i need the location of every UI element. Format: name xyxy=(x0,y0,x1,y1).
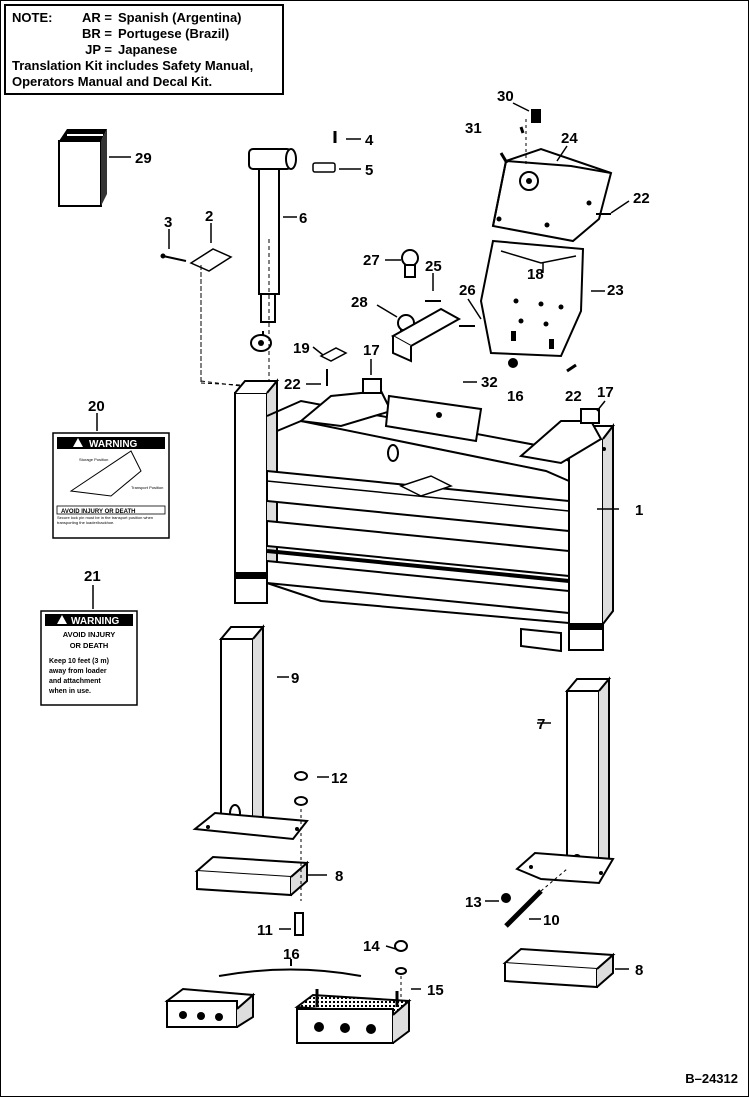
decal-20-storage-label: Storage Position xyxy=(79,457,108,462)
callout-16-small: 16 xyxy=(507,388,524,405)
callout-12: 12 xyxy=(331,770,348,787)
decal-21-body4: when in use. xyxy=(48,688,91,695)
callout-29: 29 xyxy=(135,150,152,167)
decal-21-text: WARNING AVOID INJURY OR DEATH Keep 10 fe… xyxy=(48,616,120,695)
callout-labels: 1 2 3 4 5 6 7 8 8 9 10 11 12 13 14 15 16… xyxy=(84,88,650,999)
callout-21: 21 xyxy=(84,568,101,585)
decal-21-title: WARNING xyxy=(71,616,120,627)
warning-decal-20 xyxy=(52,432,170,539)
note-code-jp: JP = xyxy=(85,42,112,57)
decal-21-body3: and attachment xyxy=(49,678,101,685)
callout-28: 28 xyxy=(351,294,368,311)
decal-20-transport-label: Transport Position xyxy=(131,485,163,490)
translation-note-box: NOTE: AR = Spanish (Argentina) BR = Portuge… xyxy=(4,4,284,95)
callout-10: 10 xyxy=(543,912,560,929)
decal-21-body2: away from loader xyxy=(49,668,107,675)
note-text-jp: Japanese xyxy=(118,42,178,57)
callout-6: 6 xyxy=(299,210,307,227)
decal-20-heading: AVOID INJURY OR DEATH xyxy=(61,509,135,515)
cylinder-pin-parts xyxy=(312,131,337,173)
weight-blocks xyxy=(164,959,412,1044)
note-kit-line1: Translation Kit includes Safety Manual, xyxy=(12,58,254,73)
callout-2: 2 xyxy=(205,208,213,225)
decal-21-body1: Keep 10 feet (3 m) xyxy=(49,658,109,665)
main-frame xyxy=(200,266,616,653)
weight-hardware xyxy=(394,940,408,1001)
decal-20-title: WARNING xyxy=(89,439,138,450)
callout-7: 7 xyxy=(537,716,545,733)
callout-11: 11 xyxy=(257,922,273,939)
callout-8-right: 8 xyxy=(635,962,643,979)
callout-20: 20 xyxy=(88,398,105,415)
callout-3: 3 xyxy=(164,214,172,231)
note-kit-line2: Operators Manual and Decal Kit. xyxy=(12,74,213,89)
left-foot-hardware xyxy=(294,771,308,936)
decal-21-heading1: AVOID INJURY xyxy=(63,630,116,639)
document-id: B–24312 xyxy=(685,1071,738,1086)
callout-17-right: 17 xyxy=(597,384,614,401)
decal-20-text: WARNING Storage Position Transport Posit… xyxy=(57,439,163,525)
cover-plate xyxy=(189,248,242,387)
callout-13: 13 xyxy=(465,894,482,911)
callout-22-left: 22 xyxy=(284,376,301,393)
note-label: NOTE: xyxy=(12,10,53,25)
left-stand-leg xyxy=(192,624,309,841)
callout-1: 1 xyxy=(635,502,643,519)
callout-15: 15 xyxy=(427,982,444,999)
decal-20-body: Secure lock pin must be in the transport… xyxy=(57,515,154,525)
note-code-br: BR = xyxy=(82,26,112,41)
callout-5: 5 xyxy=(365,162,373,179)
note-row-jp: JP = Japanese xyxy=(12,42,276,58)
callout-17-left: 17 xyxy=(363,342,380,359)
right-foot-pad xyxy=(502,947,616,989)
callout-22-right: 22 xyxy=(565,388,582,405)
small-bracket xyxy=(319,347,348,386)
note-text-ar: Spanish (Argentina) xyxy=(118,10,242,25)
callout-32: 32 xyxy=(481,374,498,391)
callout-19: 19 xyxy=(293,340,310,357)
plate-screw xyxy=(160,253,187,262)
leader-lines xyxy=(92,102,630,990)
note-code-ar: AR = xyxy=(82,10,112,25)
callout-8-left: 8 xyxy=(335,868,343,885)
callout-14: 14 xyxy=(363,938,380,955)
decal-21-heading2: OR DEATH xyxy=(70,641,109,650)
callout-26: 26 xyxy=(459,282,476,299)
callout-4: 4 xyxy=(365,132,374,149)
callout-22-top: 22 xyxy=(633,190,650,207)
callout-25: 25 xyxy=(425,258,442,275)
note-text-br: Portugese (Brazil) xyxy=(118,26,230,41)
callout-16: 16 xyxy=(283,946,300,963)
callout-24: 24 xyxy=(561,130,578,147)
callout-30: 30 xyxy=(497,88,514,105)
callout-31: 31 xyxy=(465,120,482,137)
hitch-ball-assembly xyxy=(390,249,475,363)
callout-27: 27 xyxy=(363,252,380,269)
callout-9: 9 xyxy=(291,670,299,687)
top-mount-bracket xyxy=(491,109,613,243)
hydraulic-cylinder xyxy=(248,148,297,381)
callout-23: 23 xyxy=(607,282,624,299)
lock-pin xyxy=(501,868,568,928)
left-foot-pad xyxy=(194,855,310,897)
note-row-ar: NOTE: AR = Spanish (Argentina) xyxy=(12,10,276,26)
callout-18: 18 xyxy=(527,266,544,283)
hinge-plate xyxy=(479,213,611,373)
warning-decal-21 xyxy=(40,610,138,706)
note-row-br: BR = Portugese (Brazil) xyxy=(12,26,276,42)
manual-kit-box xyxy=(58,129,107,207)
right-stand-leg xyxy=(515,676,615,885)
